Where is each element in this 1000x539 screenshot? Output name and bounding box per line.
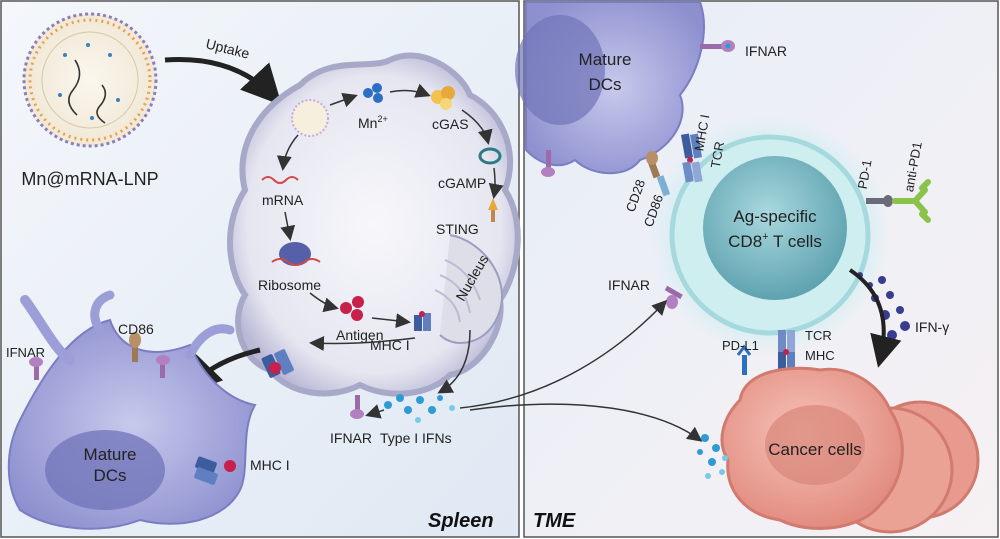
pd1-antibody-icon — [866, 179, 931, 223]
cd86-icon — [129, 332, 141, 362]
type-i-ifns-icon — [384, 394, 455, 423]
cancer-label: Cancer cells — [768, 440, 862, 459]
arrow-cgas-to-cgamp — [461, 109, 493, 145]
antigen-icon — [340, 296, 364, 321]
pdl1-icon — [736, 344, 752, 375]
ifnar-label: IFNAR — [330, 430, 372, 446]
pdl1-label: PD-L1 — [722, 338, 759, 353]
arrow-lnp-to-mrna — [276, 134, 299, 171]
ifnar-mature-icon — [29, 355, 170, 380]
mn-label: Mn2+ — [358, 114, 388, 131]
cgas-label: cGAS — [432, 116, 469, 132]
cancer-cells — [720, 366, 980, 534]
cgamp-label: cGAMP — [438, 175, 486, 191]
t-cell — [650, 115, 890, 355]
immature-dc-cell — [227, 52, 521, 397]
type-i-ifns-label: Type I IFNs — [380, 430, 452, 446]
ifnar-tcell-label: IFNAR — [608, 277, 650, 293]
sting-label: STING — [436, 221, 479, 237]
ifnar-tcell-icon — [664, 285, 683, 309]
ifn-gamma-label: IFN-γ — [915, 319, 949, 335]
cgamp-icon — [478, 147, 502, 165]
arrow-lnp-to-mn — [329, 93, 358, 108]
ribosome-label: Ribosome — [258, 277, 321, 293]
arrow-ifn-to-ifnar — [365, 404, 385, 419]
mature-dc-right-label-2: DCs — [588, 75, 621, 94]
arrow-mhc-out — [309, 336, 416, 351]
arrow-ifn-to-tcell — [459, 299, 668, 409]
antigen-label: Antigen — [336, 327, 383, 343]
mhc-complex-icon — [261, 349, 294, 378]
cgas-icon — [431, 86, 455, 110]
mhc-bottom-label: MHC — [805, 348, 835, 363]
tcell-label-2: CD8+ T cells — [728, 231, 822, 251]
mhc-i-icon — [414, 311, 431, 331]
tme-panel: Mature DCs IFNAR Ag-specific CD8+ T cell… — [515, 0, 999, 538]
tcr-top-label: TCR — [708, 140, 727, 169]
tme-title: TME — [533, 510, 576, 532]
cd28-cd86-icon — [646, 151, 671, 197]
tcr-bottom-label: TCR — [805, 328, 832, 343]
ifnar-dc-icon — [541, 150, 555, 177]
mature-dc-cell-left — [7, 290, 257, 530]
mature-dc-left-label-2: DCs — [93, 466, 126, 485]
arrow-mn-to-cgas — [389, 83, 431, 98]
mature-dc-left-label-1: Mature — [84, 445, 137, 464]
arrow-ribosome-to-antigen — [309, 292, 339, 313]
arrow-antigen-to-mhc — [371, 313, 411, 329]
ribosome-icon — [271, 242, 321, 266]
ifn-dots-cancer-icon — [697, 434, 728, 479]
pd1-label: PD-1 — [855, 158, 875, 190]
arrow-ifn-to-cancer — [469, 403, 703, 442]
mhc-tcr-synapse-top — [680, 133, 703, 183]
mhc-i-right-label: MHC I — [691, 113, 712, 152]
tcr-mhc-synapse-bottom — [778, 330, 795, 372]
tcell-label-1: Ag-specific — [733, 207, 817, 226]
ifnar-top-icon — [700, 40, 735, 52]
mature-dc-right-label-1: Mature — [579, 50, 632, 69]
mhc-i-mature-label: MHC I — [250, 457, 290, 473]
mn-mrna-lnp-nanoparticle — [22, 12, 158, 148]
ifnar-receptor-icon — [350, 395, 364, 419]
mrna-label: mRNA — [262, 192, 304, 208]
ifnar-mature-label: IFNAR — [6, 345, 45, 360]
mrna-icon — [261, 176, 299, 184]
spleen-title: Spleen — [428, 510, 494, 532]
mature-dc-cell-right — [515, 0, 705, 175]
uptake-arrow — [164, 57, 282, 106]
cd86-label: CD86 — [118, 321, 154, 337]
mhc-i-mature-icon — [194, 456, 236, 485]
spleen-panel: Mn@mRNA-LNP Uptake Mn2+ cGAS — [0, 0, 521, 538]
mn-ions-icon — [363, 83, 383, 103]
arrow-mrna-to-ribosome — [280, 211, 296, 241]
internalized-lnp-icon — [291, 99, 329, 137]
nanoparticle-label: Mn@mRNA-LNP — [21, 169, 158, 189]
arrow-nucleus-to-ifn — [437, 329, 471, 394]
sting-icon — [488, 198, 498, 222]
ifn-gamma-arrow — [848, 268, 902, 368]
ifnar-top-label: IFNAR — [745, 43, 787, 59]
arrow-cgamp-to-sting — [488, 167, 504, 199]
